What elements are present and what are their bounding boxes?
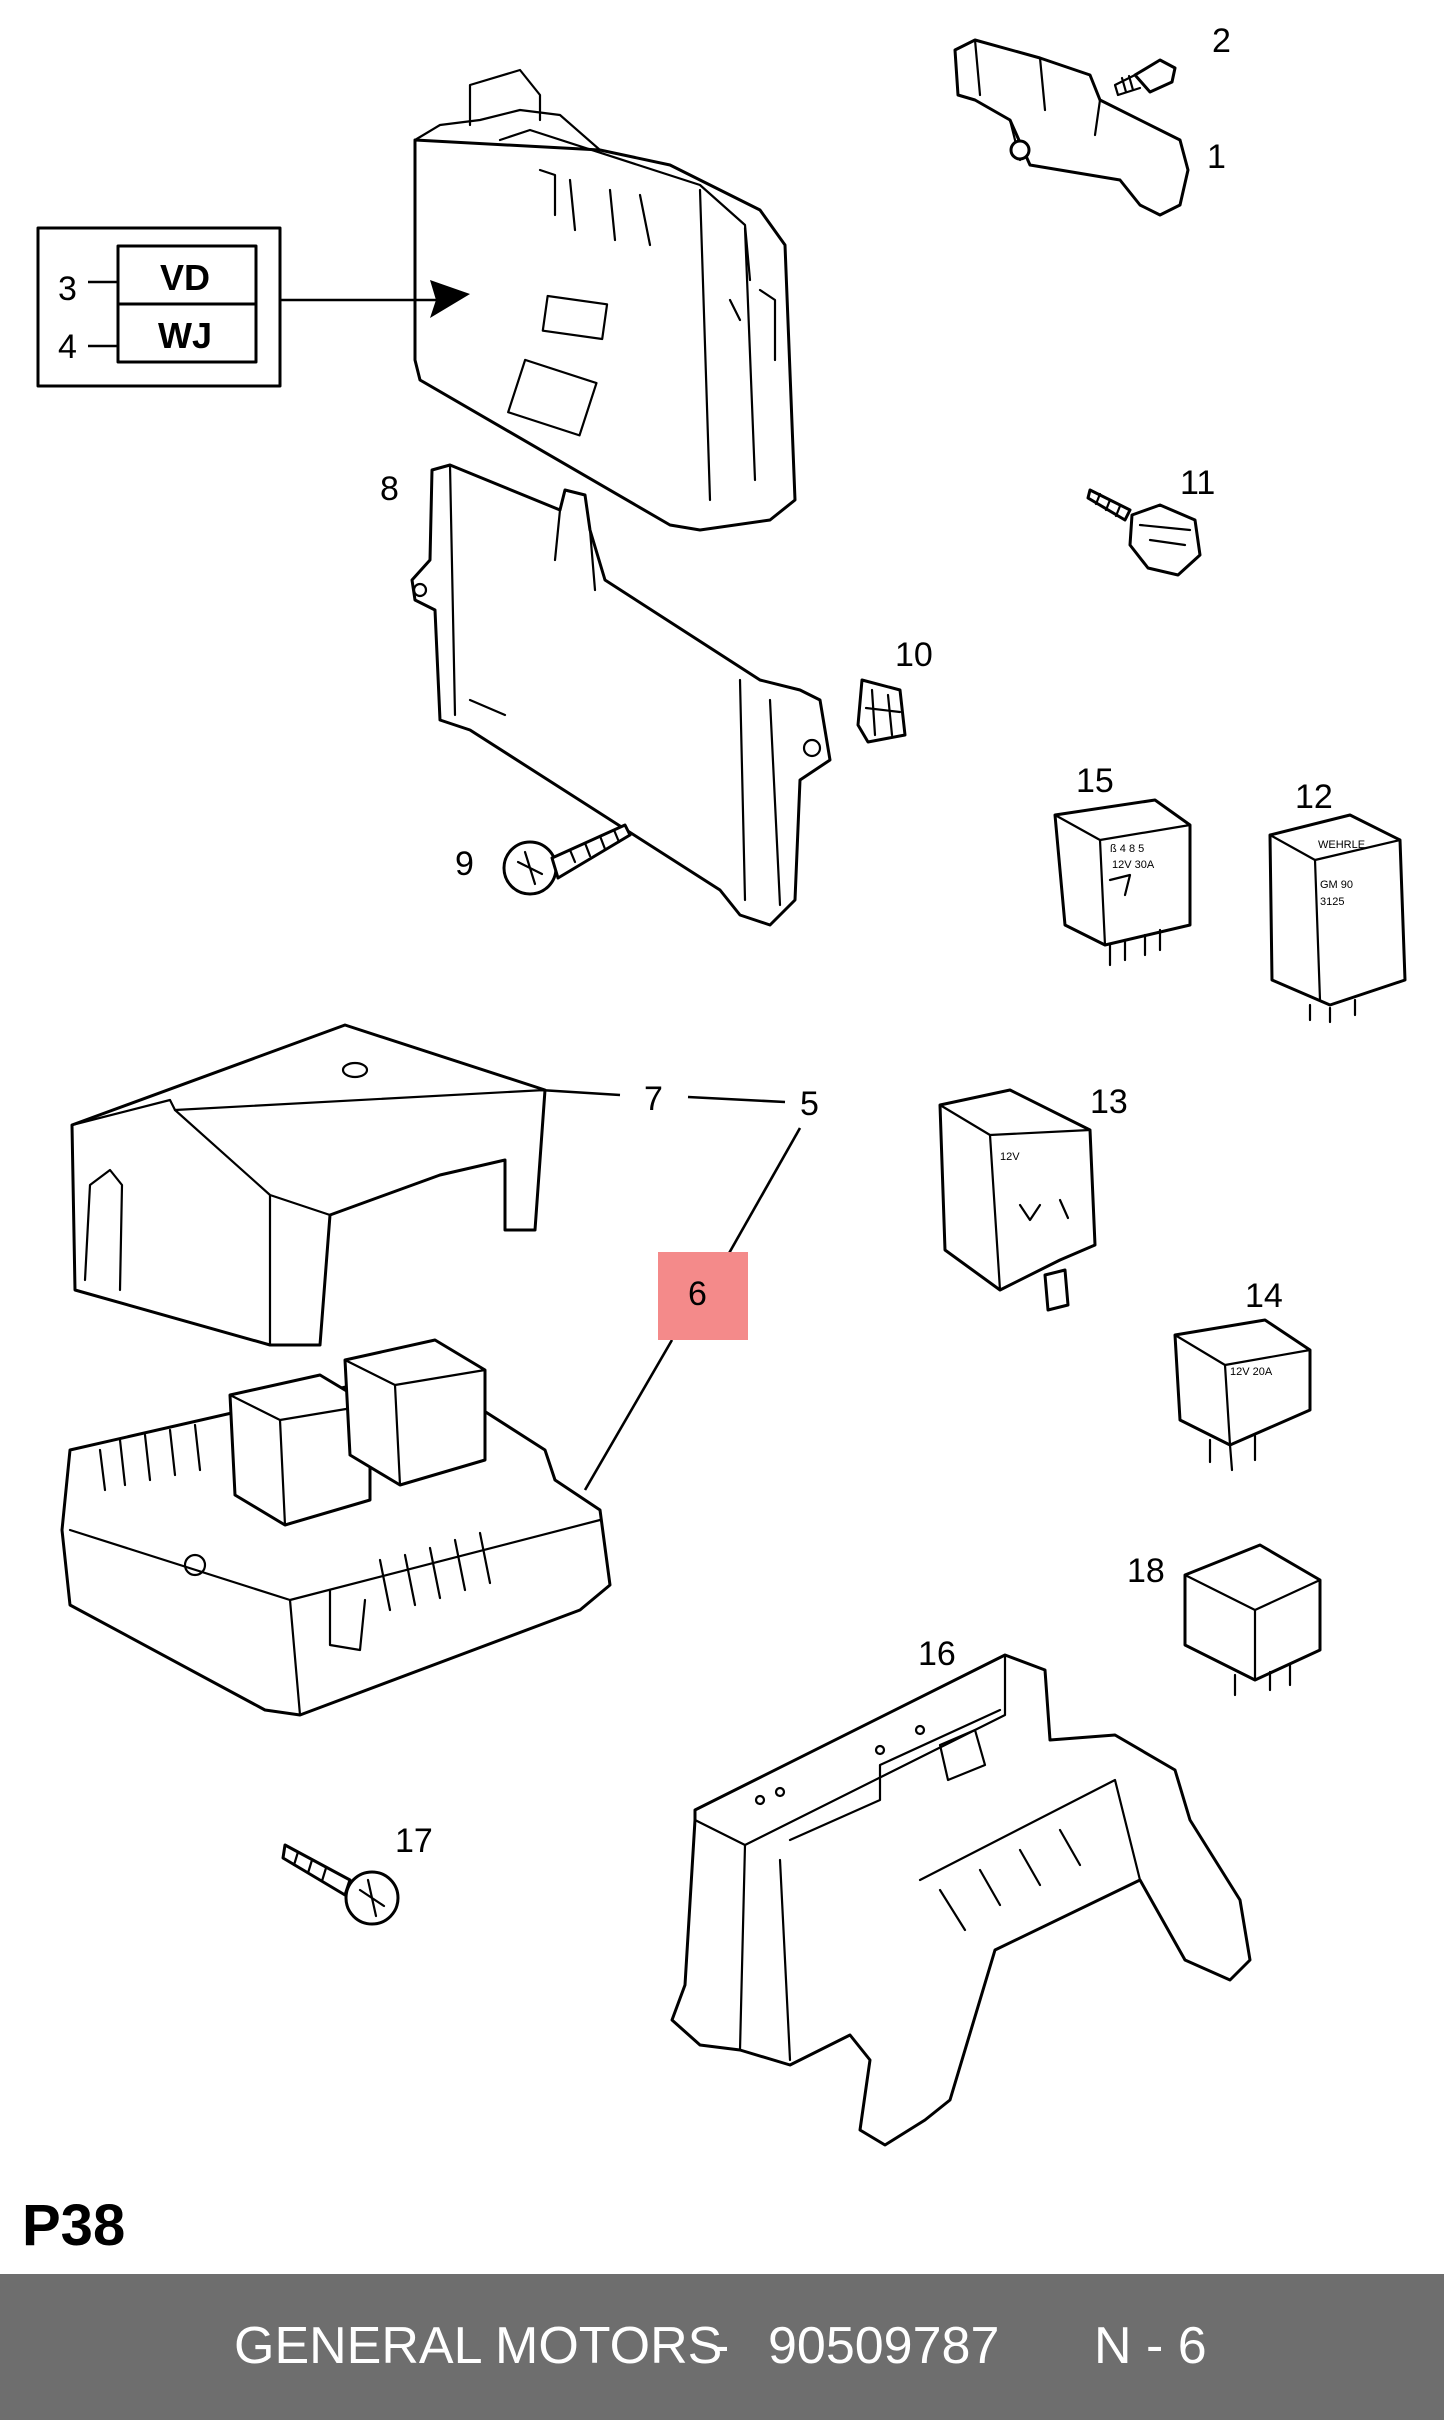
part-18-relay: [1183, 1543, 1322, 1697]
part-2-screw: [1113, 58, 1177, 97]
callout-10: 10: [895, 636, 933, 674]
part-16-frame: [670, 1653, 1252, 2147]
callout-4: 4: [58, 328, 77, 366]
parts-diagram: VD WJ ß 4 8 5 12V 30A: [36, 22, 1407, 2147]
callouts: 1 2 3 4 5 6 7 8 9 10 11 12 13 14 15 16 1…: [58, 22, 1333, 1860]
part-15-relay: ß 4 8 5 12V 30A: [1053, 798, 1192, 967]
callout-18: 18: [1127, 1552, 1165, 1590]
svg-text:WEHRLE: WEHRLE: [1318, 839, 1365, 851]
svg-text:12V: 12V: [1000, 1151, 1020, 1163]
part-11-screw: [1086, 488, 1202, 577]
callout-11: 11: [1180, 464, 1215, 502]
callout-15: 15: [1076, 762, 1114, 800]
variant-box: VD WJ: [36, 226, 470, 388]
highlight-box: [658, 1252, 748, 1340]
callout-13: 13: [1090, 1083, 1128, 1121]
callout-16: 16: [918, 1635, 956, 1673]
callout-17: 17: [395, 1822, 433, 1860]
part-12-relay: WEHRLE GM 90 3125: [1268, 813, 1407, 1024]
part-8-mounting-plate: [410, 463, 832, 927]
footer-reference: N - 6: [1094, 2317, 1207, 2375]
callout-1: 1: [1207, 138, 1226, 176]
svg-text:GM 90: GM 90: [1320, 879, 1353, 891]
part-10-clip: [856, 678, 907, 744]
callout-9: 9: [455, 845, 474, 883]
footer-bar: GENERAL MOTORS - 90509787 N - 6: [0, 2274, 1444, 2420]
callout-2: 2: [1212, 22, 1231, 60]
part-7-cover: [70, 1023, 547, 1347]
callout-6: 6: [688, 1275, 707, 1313]
svg-text:3125: 3125: [1320, 896, 1344, 908]
variant-label-wj: WJ: [158, 315, 212, 356]
part-14-relay: 12V 20A: [1173, 1318, 1312, 1472]
callout-14: 14: [1245, 1277, 1283, 1315]
leader-lines: [539, 1088, 802, 1491]
callout-8: 8: [380, 470, 399, 508]
variant-label-vd: VD: [160, 257, 210, 298]
svg-text:ß 4 8 5: ß 4 8 5: [1110, 843, 1144, 855]
page-code: P38: [22, 2193, 126, 2258]
callout-5: 5: [800, 1085, 819, 1123]
svg-text:12V 30A: 12V 30A: [1112, 859, 1155, 871]
callout-7: 7: [644, 1080, 663, 1118]
part-control-unit: [413, 68, 797, 532]
part-13-relay: 12V: [938, 1088, 1097, 1312]
callout-3: 3: [58, 270, 77, 308]
part-fuse-box: [60, 1338, 612, 1717]
part-1-bracket: [953, 38, 1190, 217]
svg-text:12V 20A: 12V 20A: [1230, 1366, 1273, 1378]
part-17-screw: [281, 1843, 400, 1926]
footer-brand: GENERAL MOTORS: [234, 2317, 723, 2375]
footer-separator: -: [712, 2317, 730, 2375]
part-9-screw: [502, 823, 632, 896]
footer-part-number: 90509787: [768, 2317, 1000, 2375]
callout-12: 12: [1295, 778, 1333, 816]
